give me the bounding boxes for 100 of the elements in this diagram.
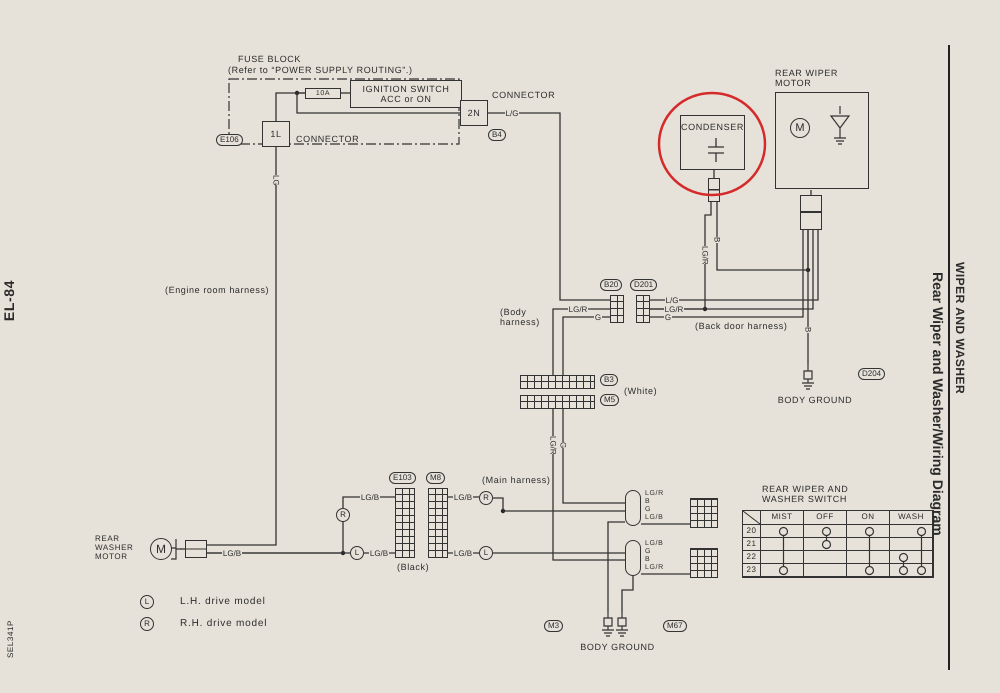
harness-label: (Back door harness) (695, 321, 788, 331)
legend-text: L.H. drive model (180, 597, 266, 607)
page-number: EL-84 (4, 280, 14, 322)
drive-model-letter: L (484, 548, 488, 558)
harness-label: (Main harness) (482, 475, 550, 485)
connector-id-tag: D204 (858, 368, 886, 380)
row-header: 20 (743, 525, 761, 538)
component-label: REAR WIPER MOTOR (775, 68, 840, 88)
figure-code: SEL341P (6, 620, 16, 658)
wire (493, 552, 625, 554)
connector-block (520, 375, 595, 389)
ground-label: BODY GROUND (776, 395, 854, 405)
wire (562, 409, 625, 504)
connector-plug (800, 195, 822, 230)
connector-id-tag: B3 (600, 374, 618, 386)
wire-color-code: LG/B (368, 548, 390, 558)
column-header: OFF (804, 511, 847, 525)
wire (488, 112, 610, 301)
switch-label: IGNITION SWITCH ACC or ON (362, 84, 450, 104)
wire-color-code: G (594, 312, 602, 322)
fuse (305, 88, 341, 99)
wire-color-code: B (802, 327, 814, 333)
table-title: REAR WIPER AND WASHER SWITCH (762, 484, 850, 504)
wire (552, 308, 610, 375)
harness-label: (Engine room harness) (165, 285, 270, 295)
connector-id-tag: E106 (216, 134, 243, 146)
component-label: (Refer to “POWER SUPPLY ROUTING”.) (228, 65, 413, 75)
connector-block (520, 395, 595, 409)
switch-connector (625, 540, 641, 576)
wire-color-code: LG/R (664, 304, 684, 314)
component-label: FUSE BLOCK (238, 54, 302, 64)
wire (607, 521, 625, 612)
connector-box (460, 100, 488, 126)
component-label: CONDENSER (681, 122, 744, 132)
wire-color-code: LG/R (700, 246, 710, 264)
drive-model-letter: R (340, 510, 346, 520)
column-header: WASH (890, 511, 933, 525)
column-header: ON (847, 511, 890, 525)
wire-color-code: LG/R (548, 436, 558, 454)
wire-color-code: LG/B (222, 548, 242, 558)
wire (716, 202, 809, 271)
row-header: 23 (743, 564, 761, 577)
ground-label: BODY GROUND (579, 642, 656, 652)
legend-symbol: L (140, 595, 154, 609)
connector-box (262, 121, 290, 147)
wire-color-code: L/G (504, 108, 520, 118)
drive-model-mark (479, 546, 493, 560)
wire-color-code: LG/B (452, 492, 474, 502)
connector-block (690, 498, 718, 528)
row-header: 21 (743, 538, 761, 551)
connector-id-tag: D201 (630, 279, 658, 291)
connector-id-tag: M3 (544, 620, 564, 632)
harness-label: (White) (624, 386, 658, 396)
rear-wiper-motor (775, 68, 870, 190)
connector-id-tag: M67 (663, 620, 687, 632)
section-heading: WIPER AND WASHER (955, 262, 965, 394)
wire (641, 573, 690, 575)
wire-color-code: LG/B (452, 548, 474, 558)
drive-model-letter: R (483, 493, 489, 503)
motor-symbol: M (150, 538, 172, 560)
pin-number: 2N (466, 108, 482, 118)
wire-color-code: L/G (664, 296, 680, 304)
motor-symbol: M (790, 118, 810, 138)
component-label: CONNECTOR (492, 90, 556, 100)
diagram-title: Rear Wiper and Washer/Wiring Diagram (930, 272, 946, 536)
connector-block (428, 488, 448, 558)
column-header: MIST (761, 511, 804, 525)
wire (207, 147, 277, 546)
wire (807, 230, 809, 365)
drive-model-letter: L (354, 548, 360, 558)
legend-text: R.H. drive model (180, 619, 268, 629)
connector-block (610, 295, 624, 323)
drive-model-mark (479, 491, 493, 505)
connector-id-tag: M8 (426, 472, 446, 484)
wire (493, 497, 625, 512)
connector-id-tag: B20 (600, 279, 622, 291)
connector-block (395, 488, 415, 558)
condenser-box (680, 115, 745, 170)
connector-id-tag: E103 (389, 472, 416, 484)
wire-color-code: LG/B (360, 492, 380, 502)
wire (296, 92, 460, 114)
switch-connector (625, 490, 641, 526)
legend-symbol: R (140, 617, 154, 631)
wire (562, 316, 610, 375)
connector-plug (185, 540, 207, 558)
wire (641, 523, 690, 525)
component-label: CONNECTOR (296, 134, 360, 144)
component-label: REAR WASHER MOTOR (95, 534, 134, 561)
harness-label: (Body harness) (500, 307, 541, 327)
drive-model-mark (336, 508, 350, 522)
wire (207, 522, 344, 554)
drive-model-mark (350, 546, 364, 560)
connector-block (636, 295, 650, 323)
ignition-switch-box (350, 80, 462, 108)
wire (621, 576, 634, 612)
harness-label: (Black) (397, 562, 430, 572)
connector-plug (708, 178, 720, 202)
wire-color-code: LG/R (568, 304, 588, 314)
wire-color-code: B (712, 237, 722, 243)
wire (552, 409, 625, 561)
